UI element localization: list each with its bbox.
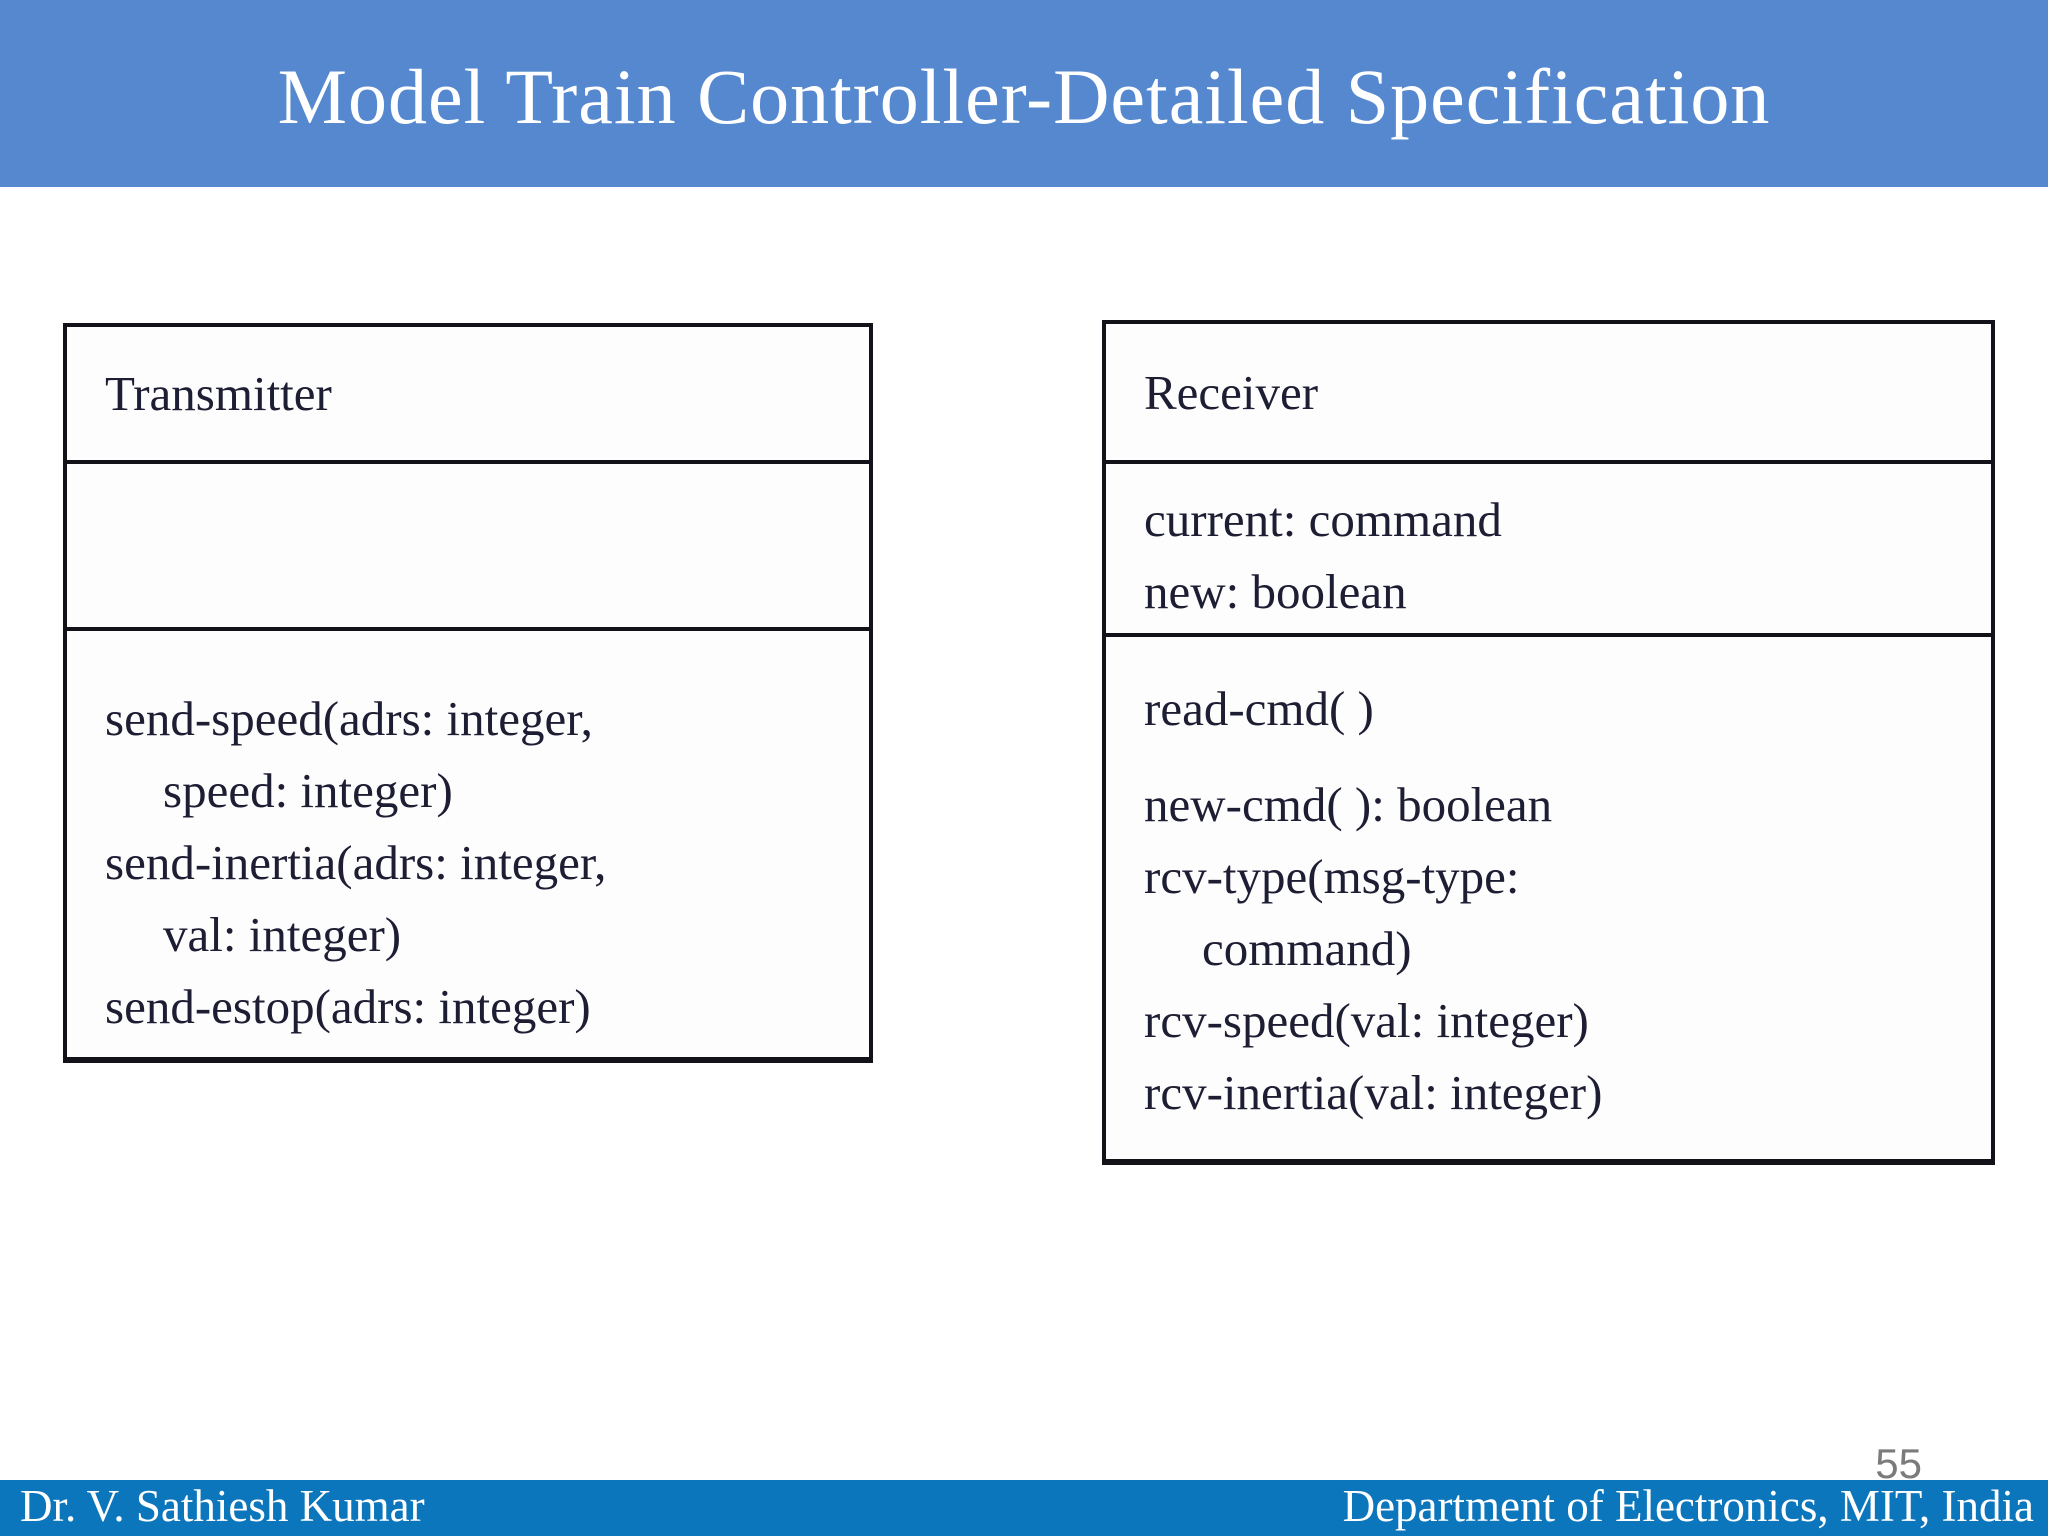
operation-line: read-cmd( ) (1144, 681, 1374, 736)
transmitter-name-compartment: Transmitter (67, 327, 869, 464)
operation-line: rcv-inertia(val: integer) (1144, 1065, 1603, 1120)
footer-department: Department of Electronics, MIT, India (1342, 1481, 2034, 1531)
receiver-class-name: Receiver (1144, 364, 1319, 420)
transmitter-attributes-compartment (67, 464, 869, 631)
receiver-operations-compartment: read-cmd( ) new-cmd( ): boolean rcv-type… (1106, 637, 1991, 1159)
operation-line: send-estop(adrs: integer) (105, 979, 591, 1034)
operation-line: rcv-speed(val: integer) (1144, 993, 1589, 1048)
attribute-line: new: boolean (1144, 564, 1407, 619)
operation-line: rcv-type(msg-type: (1144, 849, 1520, 904)
operation-line: send-speed(adrs: integer, (105, 691, 593, 746)
operation-line: new-cmd( ): boolean (1144, 777, 1553, 832)
slide-title-bar: Model Train Controller-Detailed Specific… (0, 0, 2048, 187)
page-number: 55 (1875, 1440, 1922, 1487)
page-title: Model Train Controller-Detailed Specific… (277, 52, 1771, 140)
receiver-name-compartment: Receiver (1106, 324, 1991, 464)
footer-author: Dr. V. Sathiesh Kumar (20, 1481, 425, 1531)
receiver-class-box: Receiver current: command new: boolean r… (1102, 320, 1995, 1165)
transmitter-class-box: Transmitter send-speed(adrs: integer, sp… (63, 323, 873, 1063)
operation-line: val: integer) (163, 907, 402, 962)
receiver-attributes-compartment: current: command new: boolean (1106, 464, 1991, 637)
attribute-line: current: command (1144, 492, 1502, 547)
transmitter-class-name: Transmitter (105, 366, 332, 421)
operation-line: send-inertia(adrs: integer, (105, 835, 607, 890)
footer-bar: Dr. V. Sathiesh Kumar Department of Elec… (0, 1480, 2048, 1536)
operation-line: command) (1202, 921, 1412, 976)
operation-line: speed: integer) (163, 763, 453, 818)
transmitter-operations-compartment: send-speed(adrs: integer, speed: integer… (67, 631, 869, 1057)
